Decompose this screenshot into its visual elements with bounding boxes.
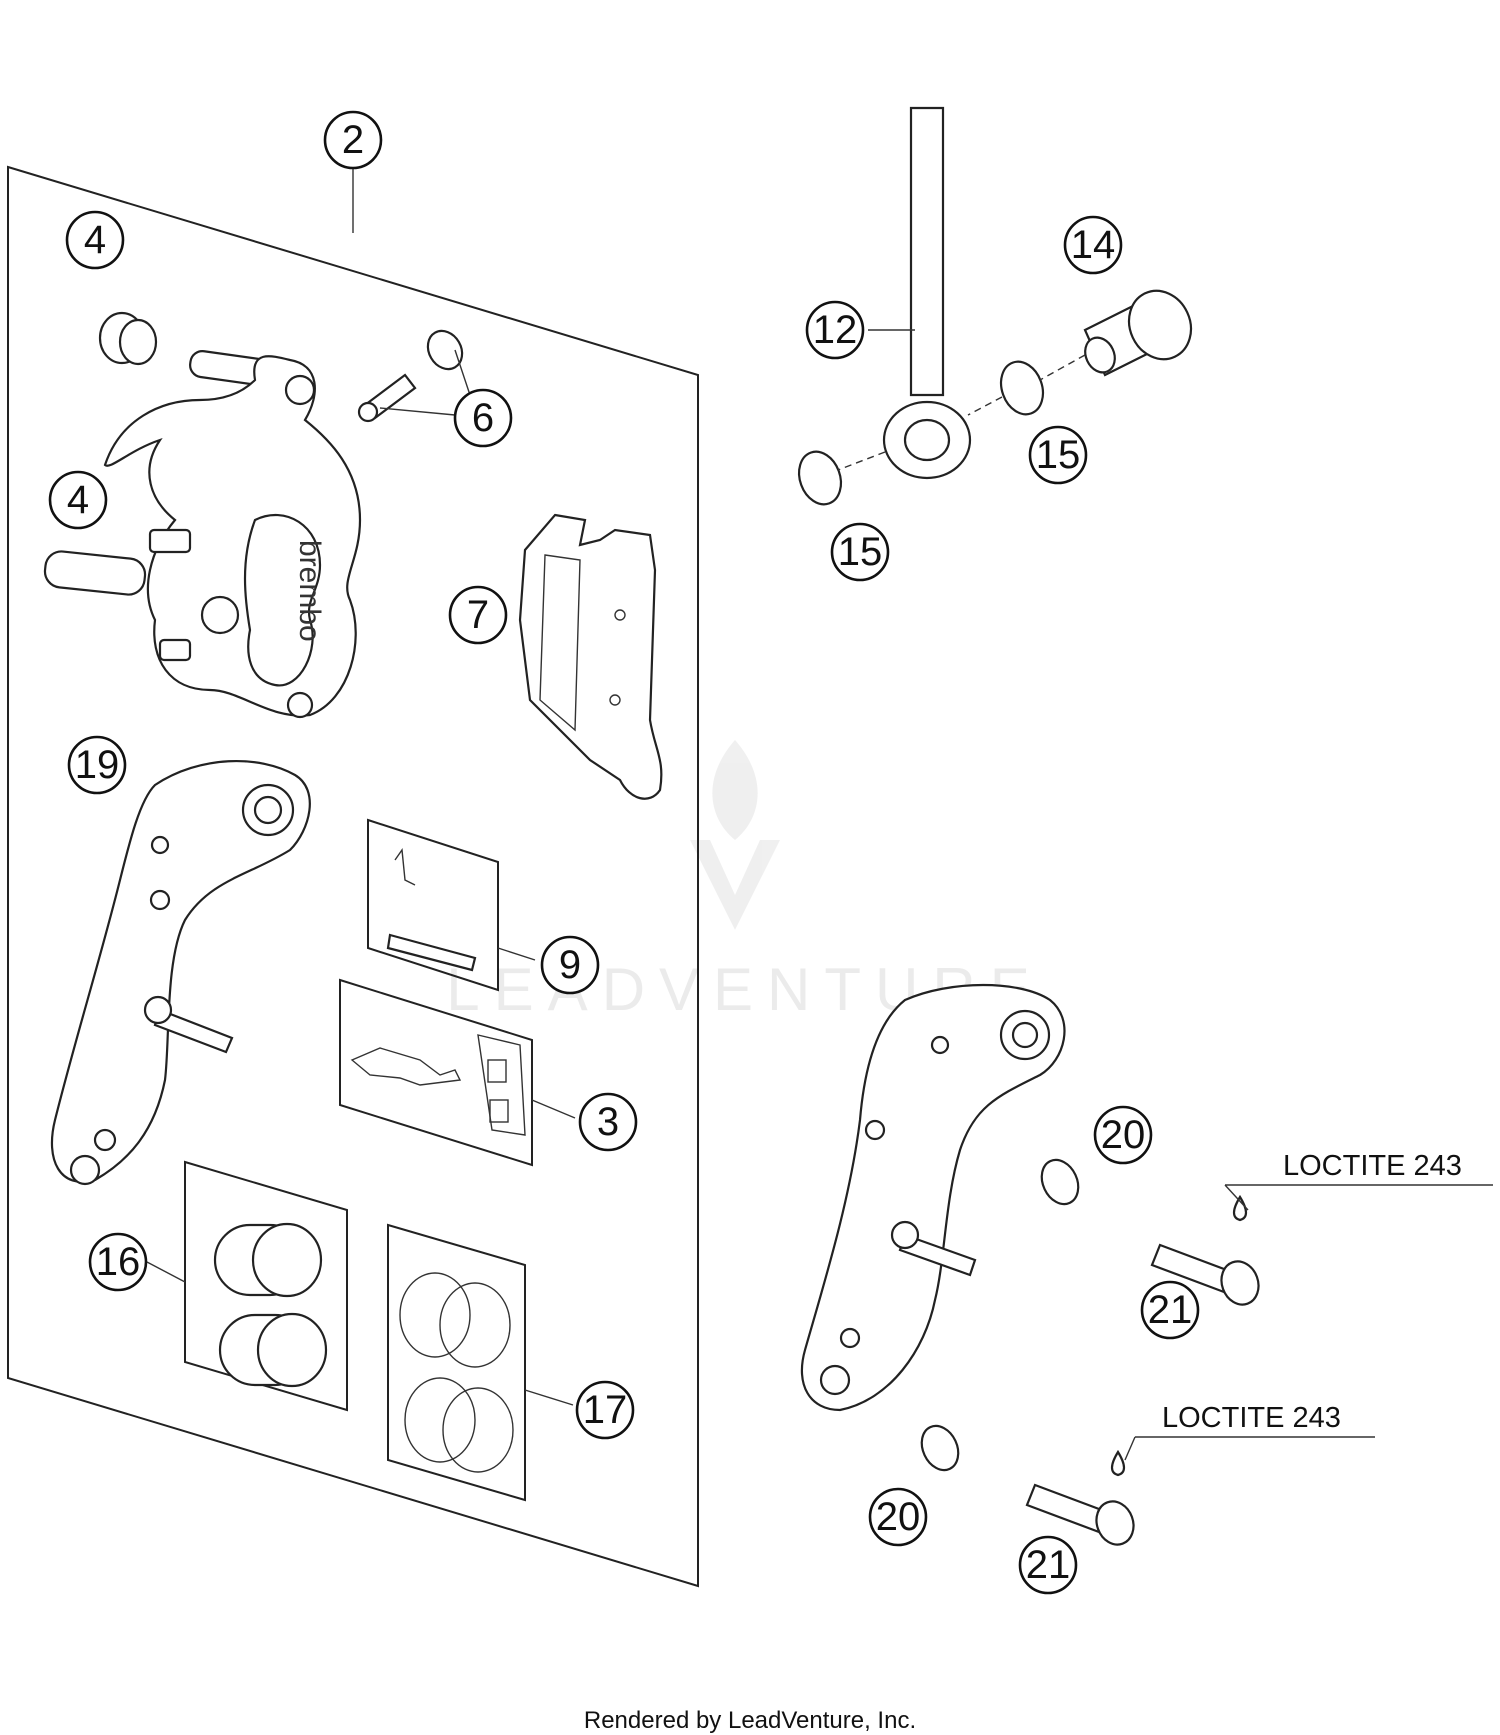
watermark-flame-icon xyxy=(712,740,758,840)
caliper-bracket-right xyxy=(800,983,1066,1412)
caliper-bracket-left xyxy=(50,759,311,1186)
alignment-line xyxy=(967,396,1003,416)
washer-20-upper xyxy=(1040,1158,1080,1206)
washer-upper xyxy=(999,360,1045,416)
bleed-screw xyxy=(357,329,464,423)
callout-15b: 15 xyxy=(830,522,890,582)
callout-16-label: 16 xyxy=(96,1240,141,1284)
callout-6-label: 6 xyxy=(472,396,494,440)
callout-4a: 4 xyxy=(65,210,125,270)
callout-12-label: 12 xyxy=(813,308,858,352)
callout-9: 9 xyxy=(540,935,600,995)
callout-2: 2 xyxy=(323,110,383,170)
callout-20b: 20 xyxy=(868,1487,928,1547)
callout-15b-label: 15 xyxy=(838,530,883,574)
caliper-kit-panel xyxy=(7,165,699,1588)
piston-kit xyxy=(184,1160,348,1412)
loctite-drop-icon xyxy=(1110,1449,1126,1477)
callout-2-label: 2 xyxy=(342,118,364,162)
alignment-line xyxy=(837,451,886,471)
callout-14: 14 xyxy=(1063,215,1123,275)
loctite-note-lower: LOCTITE 243 xyxy=(1162,1402,1341,1434)
callout-21a-label: 21 xyxy=(1148,1288,1193,1332)
washer-lower xyxy=(797,450,843,506)
callout-17: 17 xyxy=(575,1380,635,1440)
callout-3-label: 3 xyxy=(597,1100,619,1144)
callout-7: 7 xyxy=(448,585,508,645)
seal-ring-kit xyxy=(387,1223,526,1502)
brake-caliper: brembo xyxy=(43,350,362,719)
brake-line xyxy=(882,106,972,480)
bolt-21-upper xyxy=(1150,1243,1260,1306)
callout-4b: 4 xyxy=(48,470,108,530)
washer-20-lower xyxy=(920,1424,960,1472)
watermark-v-icon xyxy=(690,840,780,930)
loctite-note-upper: LOCTITE 243 xyxy=(1283,1150,1462,1182)
bolt-21-lower xyxy=(1025,1483,1135,1546)
bleed-cap-4 xyxy=(98,311,158,366)
callout-20b-label: 20 xyxy=(876,1495,921,1539)
callout-19-label: 19 xyxy=(75,743,120,787)
callout-7-label: 7 xyxy=(467,593,489,637)
callout-3: 3 xyxy=(578,1092,638,1152)
retaining-pin-kit xyxy=(367,818,499,992)
callout-20a: 20 xyxy=(1093,1105,1153,1165)
watermark: LEADVENTURE xyxy=(446,740,1030,1023)
leader-lines xyxy=(146,168,1493,1461)
callout-17-label: 17 xyxy=(583,1388,628,1432)
callout-9-label: 9 xyxy=(559,943,581,987)
caliper-brand-logo: brembo xyxy=(293,540,326,642)
callout-16: 16 xyxy=(88,1232,148,1292)
callout-19: 19 xyxy=(67,735,127,795)
footer-credit: Rendered by LeadVenture, Inc. xyxy=(584,1707,916,1734)
callout-14-label: 14 xyxy=(1071,223,1116,267)
spring-clip-kit xyxy=(339,978,533,1167)
brake-pad xyxy=(518,513,663,800)
callout-4b-label: 4 xyxy=(67,478,89,522)
callout-6: 6 xyxy=(453,388,513,448)
callout-20a-label: 20 xyxy=(1101,1113,1146,1157)
alignment-line xyxy=(1039,354,1086,381)
banjo-bolt xyxy=(1083,289,1193,377)
callout-21a: 21 xyxy=(1140,1280,1200,1340)
callout-15a-label: 15 xyxy=(1036,433,1081,477)
callout-4a-label: 4 xyxy=(84,218,106,262)
callout-21b-label: 21 xyxy=(1026,1543,1071,1587)
callout-21b: 21 xyxy=(1018,1535,1078,1595)
callout-15a: 15 xyxy=(1028,425,1088,485)
callout-12: 12 xyxy=(805,300,865,360)
